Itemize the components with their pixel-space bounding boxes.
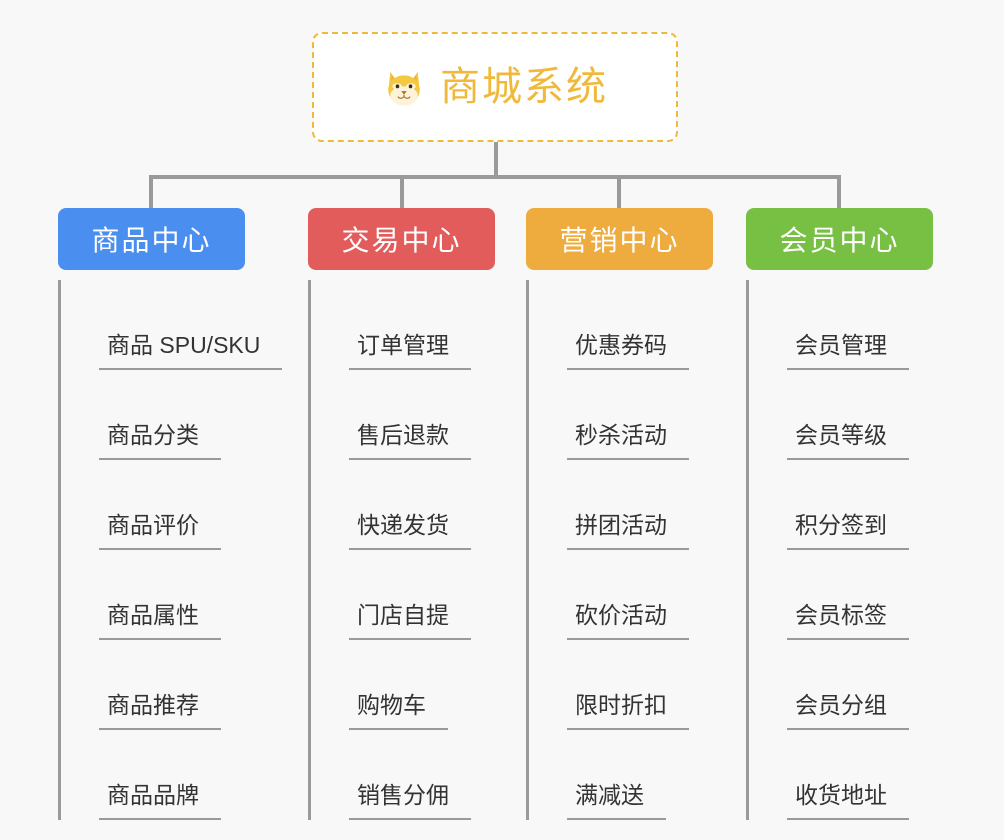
- leaf-label: 会员标签: [787, 602, 909, 640]
- list-item[interactable]: 商品属性: [77, 550, 308, 640]
- leaf-label: 收货地址: [787, 782, 909, 820]
- leaf-label: 满减送: [567, 782, 666, 820]
- leaf-list-3: 会员管理 会员等级 积分签到 会员标签 会员分组 收货地址: [746, 280, 996, 820]
- list-item[interactable]: 商品评价: [77, 460, 308, 550]
- list-item[interactable]: 门店自提: [327, 550, 558, 640]
- category-column-0: 商品中心 商品 SPU/SKU 商品分类 商品评价 商品属性 商品推荐 商品品牌: [58, 208, 308, 820]
- list-item[interactable]: 秒杀活动: [545, 370, 776, 460]
- dog-face-icon: [382, 65, 426, 109]
- list-item[interactable]: 收货地址: [765, 730, 996, 820]
- leaf-label: 商品品牌: [99, 782, 221, 820]
- root-node[interactable]: 商城系统: [312, 32, 678, 142]
- category-header-2[interactable]: 营销中心: [526, 208, 713, 270]
- list-item[interactable]: 商品分类: [77, 370, 308, 460]
- list-item[interactable]: 优惠券码: [545, 280, 776, 370]
- category-header-label: 营销中心: [559, 225, 680, 256]
- leaf-label: 限时折扣: [567, 692, 689, 730]
- list-item[interactable]: 购物车: [327, 640, 558, 730]
- leaf-label: 积分签到: [787, 512, 909, 550]
- connector-drop-category-3: [837, 175, 841, 209]
- list-item[interactable]: 销售分佣: [327, 730, 558, 820]
- list-item[interactable]: 商品 SPU/SKU: [77, 280, 308, 370]
- connector-root-stem: [494, 142, 498, 178]
- list-item[interactable]: 砍价活动: [545, 550, 776, 640]
- leaf-label: 门店自提: [349, 602, 471, 640]
- list-item[interactable]: 会员等级: [765, 370, 996, 460]
- category-header-0[interactable]: 商品中心: [58, 208, 245, 270]
- list-item[interactable]: 会员标签: [765, 550, 996, 640]
- list-item[interactable]: 限时折扣: [545, 640, 776, 730]
- list-item[interactable]: 商品推荐: [77, 640, 308, 730]
- leaf-label: 商品属性: [99, 602, 221, 640]
- list-item[interactable]: 拼团活动: [545, 460, 776, 550]
- list-item[interactable]: 商品品牌: [77, 730, 308, 820]
- category-column-2: 营销中心 优惠券码 秒杀活动 拼团活动 砍价活动 限时折扣 满减送: [526, 208, 776, 820]
- leaf-label: 优惠券码: [567, 332, 689, 370]
- list-item[interactable]: 满减送: [545, 730, 776, 820]
- leaf-label: 商品 SPU/SKU: [99, 332, 283, 370]
- leaf-label: 商品推荐: [99, 692, 221, 730]
- connector-drop-category-0: [149, 175, 153, 209]
- root-title: 商城系统: [440, 65, 608, 109]
- leaf-label: 会员等级: [787, 422, 909, 460]
- leaf-label: 订单管理: [349, 332, 471, 370]
- list-item[interactable]: 售后退款: [327, 370, 558, 460]
- category-column-1: 交易中心 订单管理 售后退款 快递发货 门店自提 购物车 销售分佣: [308, 208, 558, 820]
- leaf-label: 会员管理: [787, 332, 909, 370]
- leaf-label: 售后退款: [349, 422, 471, 460]
- list-item[interactable]: 快递发货: [327, 460, 558, 550]
- leaf-list-2: 优惠券码 秒杀活动 拼团活动 砍价活动 限时折扣 满减送: [526, 280, 776, 820]
- category-column-3: 会员中心 会员管理 会员等级 积分签到 会员标签 会员分组 收货地址: [746, 208, 996, 820]
- leaf-label: 快递发货: [349, 512, 471, 550]
- leaf-label: 拼团活动: [567, 512, 689, 550]
- category-header-1[interactable]: 交易中心: [308, 208, 495, 270]
- category-header-label: 交易中心: [341, 225, 462, 256]
- connector-drop-category-1: [400, 175, 404, 209]
- leaf-label: 购物车: [349, 692, 448, 730]
- leaf-label: 销售分佣: [349, 782, 471, 820]
- leaf-label: 商品分类: [99, 422, 221, 460]
- category-header-label: 商品中心: [91, 225, 212, 256]
- leaf-label: 会员分组: [787, 692, 909, 730]
- connector-drop-category-2: [617, 175, 621, 209]
- list-item[interactable]: 会员分组: [765, 640, 996, 730]
- category-header-3[interactable]: 会员中心: [746, 208, 933, 270]
- leaf-label: 秒杀活动: [567, 422, 689, 460]
- list-item[interactable]: 会员管理: [765, 280, 996, 370]
- category-header-label: 会员中心: [779, 225, 900, 256]
- list-item[interactable]: 积分签到: [765, 460, 996, 550]
- list-item[interactable]: 订单管理: [327, 280, 558, 370]
- leaf-label: 砍价活动: [567, 602, 689, 640]
- leaf-list-0: 商品 SPU/SKU 商品分类 商品评价 商品属性 商品推荐 商品品牌: [58, 280, 308, 820]
- connector-horizontal-bus: [149, 175, 840, 179]
- leaf-label: 商品评价: [99, 512, 221, 550]
- leaf-list-1: 订单管理 售后退款 快递发货 门店自提 购物车 销售分佣: [308, 280, 558, 820]
